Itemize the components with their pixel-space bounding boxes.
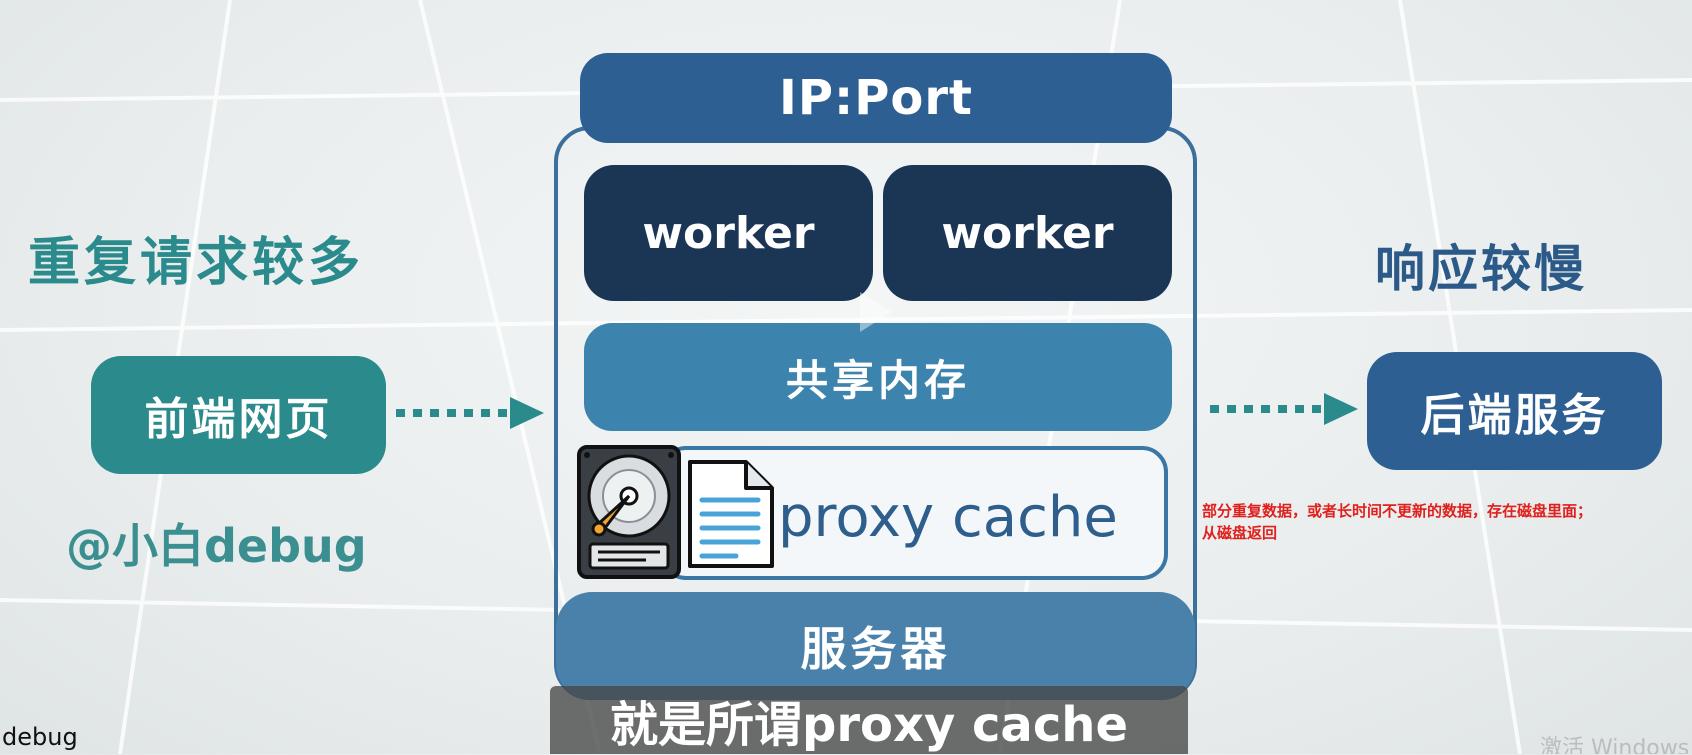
author-watermark: @小白debug	[66, 519, 367, 573]
corner-debug-label: debug	[2, 723, 78, 751]
hard-disk-icon	[577, 445, 681, 579]
server-label: 服务器	[556, 592, 1195, 700]
annotation-line-1: 部分重复数据，或者长时间不更新的数据，存在磁盘里面；	[1202, 502, 1593, 520]
shared-memory-box: 共享内存	[584, 323, 1172, 431]
document-icon	[688, 460, 774, 568]
annotation-line-2: 从磁盘返回	[1202, 524, 1278, 542]
frontend-node: 前端网页	[91, 356, 386, 474]
right-heading: 响应较慢	[1375, 240, 1587, 298]
ip-port-box: IP:Port	[580, 53, 1172, 143]
proxy-cache-label: proxy cache	[778, 484, 1118, 550]
left-heading: 重复请求较多	[28, 232, 365, 293]
video-subtitle: 就是所谓proxy cache	[550, 686, 1188, 754]
annotation-note: 部分重复数据，或者长时间不更新的数据，存在磁盘里面； 从磁盘返回	[1202, 500, 1692, 544]
worker-box-1: worker	[584, 165, 873, 301]
backend-node: 后端服务	[1367, 352, 1662, 470]
os-activation-watermark: 激活 Windows	[1540, 736, 1690, 754]
play-icon[interactable]	[856, 288, 896, 336]
arrow-right-icon	[396, 397, 544, 429]
worker-box-2: worker	[883, 165, 1172, 301]
arrow-right-icon	[1210, 393, 1358, 425]
